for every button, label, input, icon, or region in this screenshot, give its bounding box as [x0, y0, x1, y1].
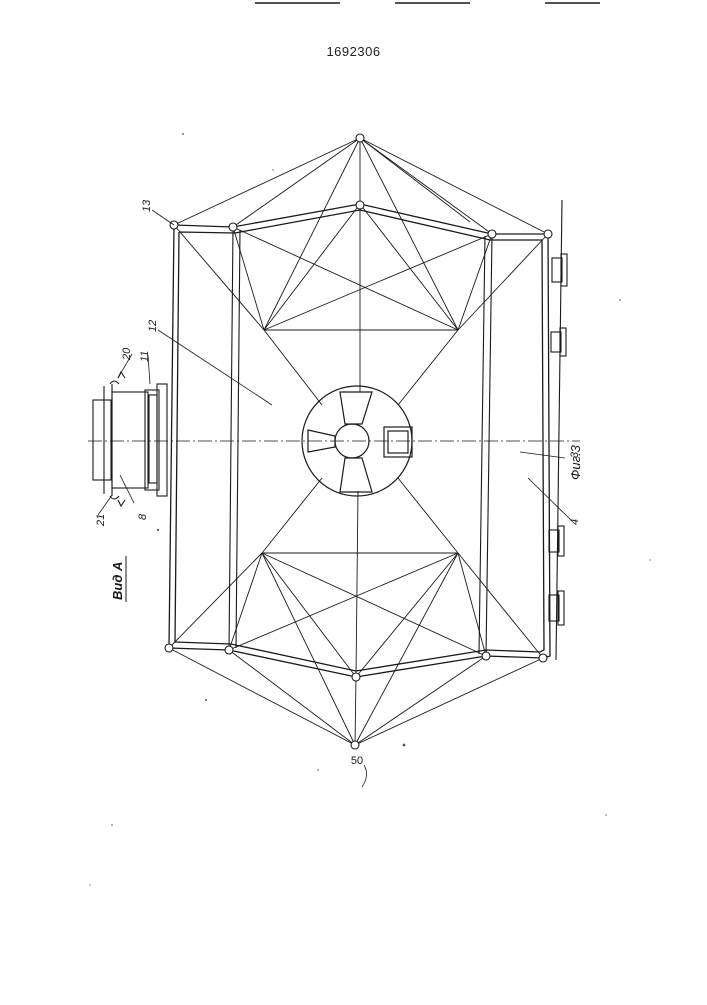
- callout-leaders: [98, 210, 571, 787]
- callout-20: 20: [121, 347, 133, 361]
- view-label: Вид А: [110, 562, 125, 600]
- callout-8: 8: [137, 513, 149, 520]
- base-supports: [549, 200, 567, 660]
- callout-4: 4: [569, 519, 581, 525]
- inner-rails: [229, 227, 492, 656]
- patent-number: 1692306: [0, 44, 707, 59]
- callout-21: 21: [95, 514, 107, 527]
- callout-50: 50: [351, 755, 363, 767]
- figure-label: Фиг.3: [568, 444, 583, 480]
- view-label-group: Вид А: [110, 556, 126, 602]
- callout-labels: 13 12 20 11 8 21 3 4 50: [95, 199, 581, 767]
- side-mount: [93, 372, 167, 506]
- callout-12: 12: [147, 320, 159, 332]
- outer-frame: [169, 204, 550, 677]
- callout-11: 11: [139, 351, 151, 362]
- callout-13: 13: [141, 199, 153, 212]
